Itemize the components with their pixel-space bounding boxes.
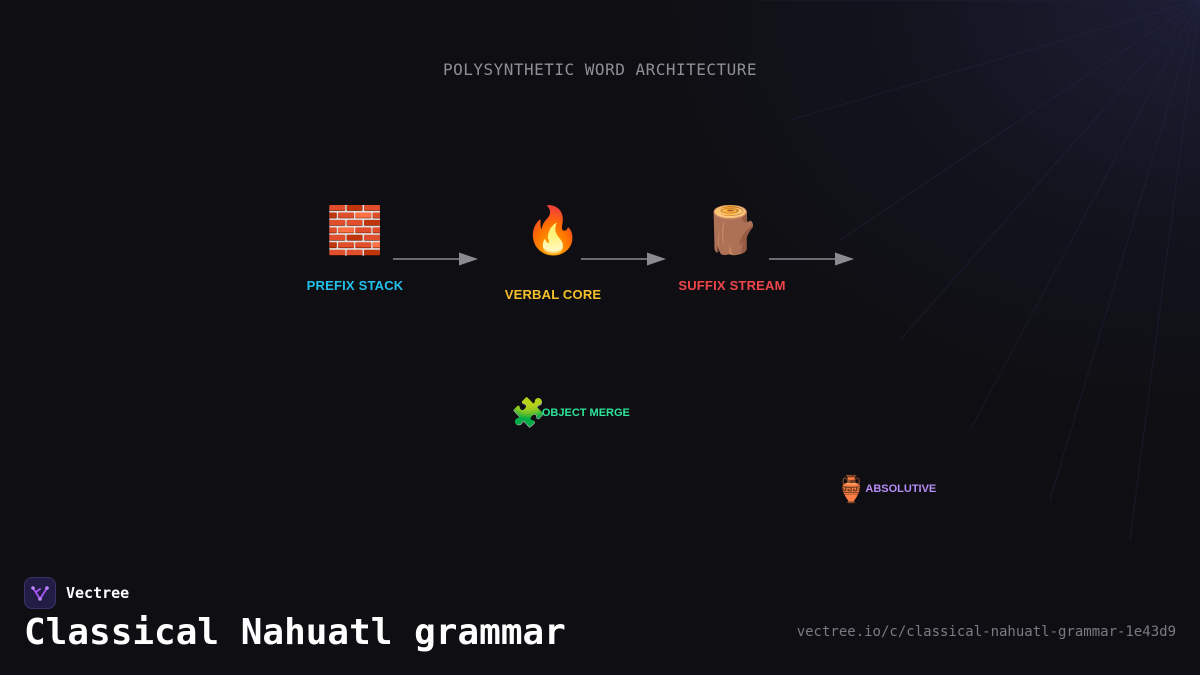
- node-suffix-stream: 🪵 SUFFIX STREAM: [642, 202, 822, 293]
- diagram-title: POLYSYNTHETIC WORD ARCHITECTURE: [442, 60, 758, 79]
- brick-icon: 🧱: [326, 204, 384, 256]
- node-label-prefix-stack: PREFIX STACK: [306, 278, 404, 293]
- brand[interactable]: Vectree: [24, 577, 129, 609]
- vectree-logo-icon: [24, 577, 56, 609]
- node-prefix-stack: 🧱 PREFIX STACK: [265, 202, 445, 293]
- tag-absolutive: 🏺 ABSOLUTIVE: [835, 473, 936, 505]
- node-label-suffix-stream: SUFFIX STREAM: [678, 278, 786, 293]
- wood-log-icon: 🪵: [703, 204, 761, 256]
- page-title: Classical Nahuatl grammar: [24, 612, 566, 653]
- tag-label-object-merge: OBJECT MERGE: [541, 407, 630, 419]
- node-verbal-core: 🔥 VERBAL CORE: [463, 202, 643, 302]
- puzzle-piece-icon: 🧩: [511, 397, 546, 428]
- arrow-suffix-out-head: [835, 252, 854, 266]
- node-label-verbal-core: VERBAL CORE: [504, 287, 602, 302]
- amphora-icon: 🏺: [835, 474, 868, 504]
- tag-label-absolutive: ABSOLUTIVE: [865, 483, 937, 495]
- tag-object-merge: 🧩 OBJECT MERGE: [511, 397, 630, 429]
- fire-icon: 🔥: [524, 204, 582, 256]
- brand-name: Vectree: [66, 584, 130, 602]
- page-url[interactable]: vectree.io/c/classical-nahuatl-grammar-1…: [796, 624, 1176, 640]
